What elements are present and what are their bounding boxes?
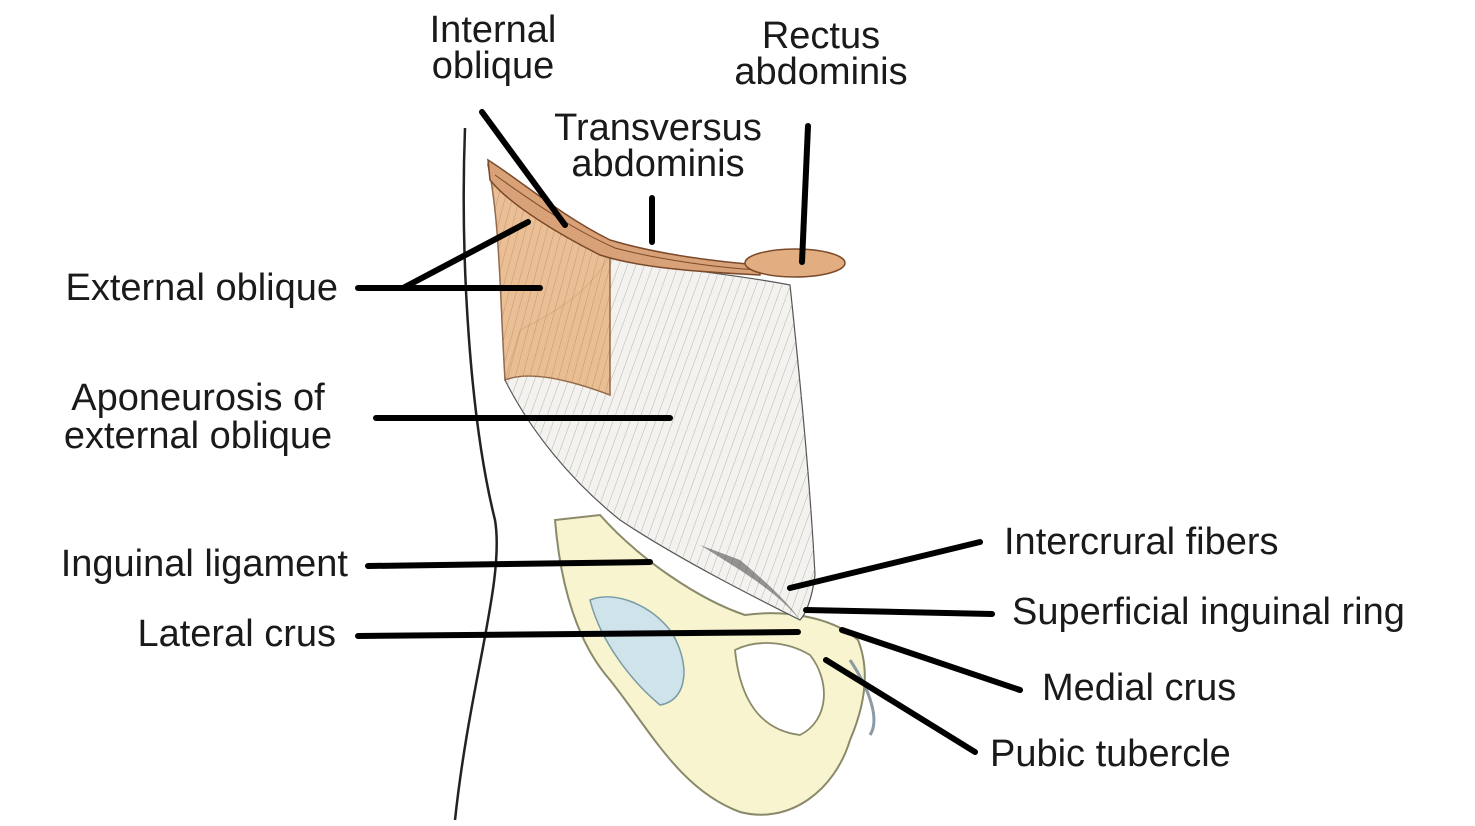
leader-inguinal-ligament [368, 562, 650, 566]
label-inguinal-ligament: Inguinal ligament [0, 544, 348, 584]
label-rectus-abdominis: Rectus abdominis [716, 16, 926, 92]
label-transversus-line1: Transversus [530, 108, 786, 148]
label-internal-oblique-line1: Internal [400, 10, 586, 50]
label-internal-oblique: Internal oblique [400, 10, 586, 86]
label-aponeurosis-line1: Aponeurosis of [30, 378, 366, 418]
leader-rectus [802, 126, 808, 262]
label-transversus-line2: abdominis [530, 144, 786, 184]
label-rectus-line2: abdominis [716, 52, 926, 92]
leader-lateral-crus [358, 632, 798, 636]
leader-superficial-ring [806, 610, 992, 614]
label-pubic-tubercle: Pubic tubercle [990, 734, 1231, 774]
label-external-oblique: External oblique [0, 268, 338, 308]
label-transversus-abdominis: Transversus abdominis [530, 108, 786, 184]
label-medial-crus: Medial crus [1042, 668, 1236, 708]
label-intercrural-fibers: Intercrural fibers [1004, 522, 1279, 562]
label-aponeurosis: Aponeurosis of external oblique [30, 378, 366, 456]
body-contour [455, 128, 497, 820]
leader-intercrural-fibers [790, 542, 980, 588]
label-internal-oblique-line2: oblique [400, 46, 586, 86]
label-rectus-line1: Rectus [716, 16, 926, 56]
label-superficial-inguinal-ring: Superficial inguinal ring [1012, 592, 1405, 632]
label-lateral-crus: Lateral crus [0, 614, 336, 654]
label-aponeurosis-line2: external oblique [30, 416, 366, 456]
leader-medial-crus [842, 630, 1020, 690]
rectus-cut-section [745, 249, 845, 277]
